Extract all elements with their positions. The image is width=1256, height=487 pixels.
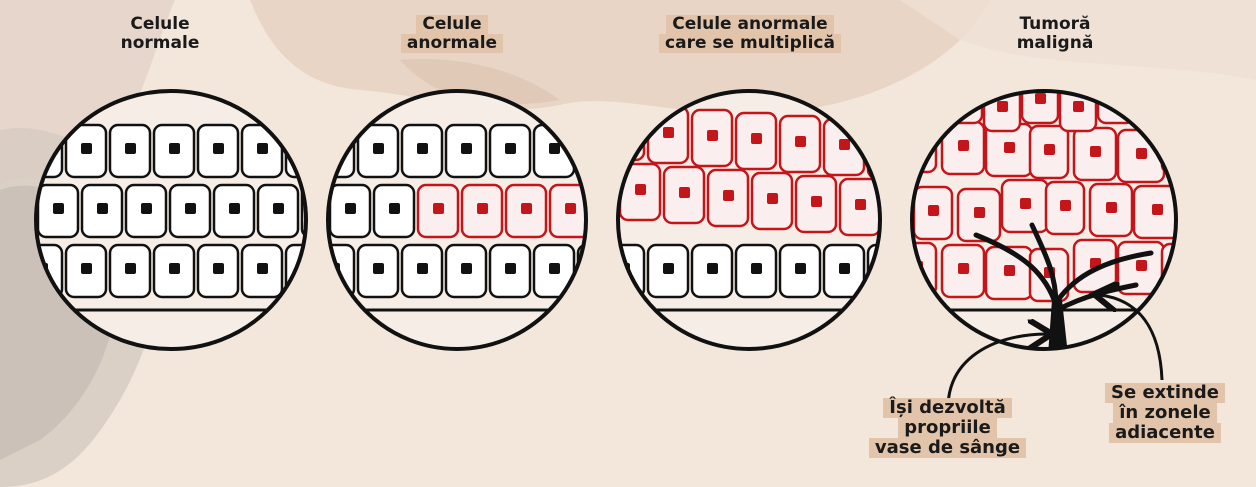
vessels-line2: propriile [898,418,997,438]
spread-line2: în zonele [1113,403,1217,423]
spread-line3: adiacente [1109,423,1221,443]
vessels-annotation: Își dezvoltă propriile vase de sânge [855,398,1040,458]
spread-annotation: Se extinde în zonele adiacente [1090,383,1240,443]
vessels-arrow [948,334,1046,405]
spread-line1: Se extinde [1105,383,1225,403]
vessels-line3: vase de sânge [869,438,1026,458]
vessels-line1: Își dezvoltă [883,398,1011,418]
spread-arrow [1100,295,1162,380]
